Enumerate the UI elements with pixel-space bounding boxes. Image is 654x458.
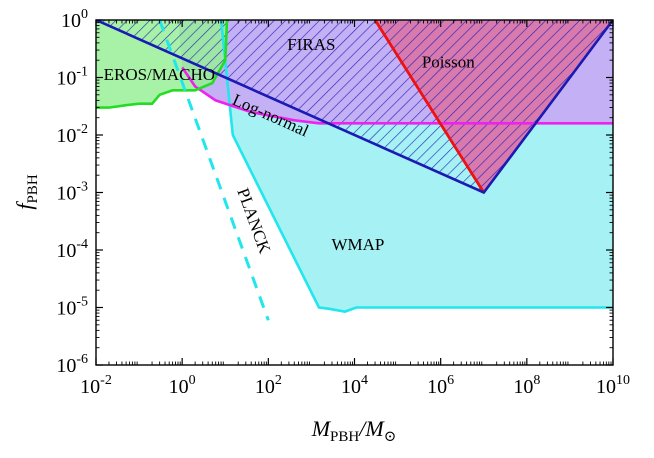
x-tick-label: 108 <box>513 373 540 398</box>
y-tick-label: 10-4 <box>56 237 88 262</box>
x-tick-label: 102 <box>255 373 282 398</box>
x-axis-title-post: /M <box>357 416 385 441</box>
planck-dashed-line <box>158 20 270 321</box>
plot-area <box>96 20 613 365</box>
x-tick-label: 104 <box>341 373 368 398</box>
x-tick-label: 10-2 <box>80 373 112 398</box>
regions-layer <box>96 20 613 312</box>
y-tick-label: 100 <box>61 7 88 32</box>
x-axis-title: MPBH/M⊙ <box>311 416 397 445</box>
x-tick-label: 1010 <box>596 373 630 398</box>
x-axis-title-sub: PBH <box>330 429 359 445</box>
wmap-boundary-line <box>219 20 613 313</box>
ticks-layer: 10-2 100 102 104 106 108 1010 100 10-1 10-2 10-3 10… <box>56 7 630 398</box>
wmap-label: WMAP <box>331 235 384 254</box>
firas-boundary-line <box>181 66 613 125</box>
y-axis-title-base: f <box>12 201 37 210</box>
y-tick-label: 10-3 <box>56 180 88 205</box>
poisson-boundary-line <box>373 20 485 194</box>
y-axis-title-sub: PBH <box>25 174 41 203</box>
y-tick-label: 10-1 <box>56 65 88 90</box>
firas-label: FIRAS <box>287 35 335 54</box>
y-axis-title: fPBH <box>12 174 41 209</box>
x-axis-title-post-sub: ⊙ <box>384 429 397 445</box>
poisson-label: Poisson <box>422 52 475 71</box>
eros-macho-label: EROS/MACHO <box>104 65 215 84</box>
y-tick-label: 10-6 <box>56 352 88 377</box>
x-tick-label: 100 <box>169 373 196 398</box>
y-tick-label: 10-5 <box>56 295 88 320</box>
lines-layer <box>96 20 613 321</box>
y-tick-label: 10-2 <box>56 122 88 147</box>
x-axis-title-base: M <box>311 416 332 441</box>
log-normal-boundary-line <box>96 20 613 195</box>
eros-macho-boundary-line <box>96 20 229 109</box>
x-tick-label: 106 <box>427 373 454 398</box>
